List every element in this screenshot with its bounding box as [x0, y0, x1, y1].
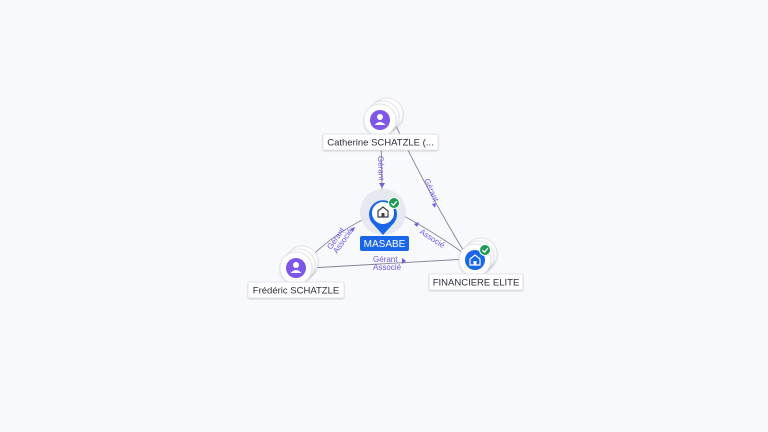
verified-check-icon	[479, 244, 491, 256]
arrow-frederic-masabe	[350, 227, 355, 232]
node-label: FINANCIERE ELITE	[433, 278, 520, 289]
arrow-catherine-masabe	[379, 183, 385, 188]
node-masabe[interactable]: MASABE	[360, 189, 409, 251]
node-label: Frédéric SCHATZLE	[253, 286, 339, 297]
relation-label: Associé	[373, 263, 402, 272]
node-label: MASABE	[364, 239, 406, 250]
arrow-financiere-masabe	[414, 222, 419, 227]
company-icon	[465, 250, 485, 270]
person-icon	[370, 110, 390, 130]
node-label: Catherine SCHATZLE (...	[327, 138, 433, 149]
relation-label: Gérant	[422, 177, 440, 204]
edge-frederic-financiere[interactable]	[309, 258, 468, 269]
arrow-catherine-financiere	[432, 203, 436, 208]
relation-label: Gérant	[376, 156, 386, 182]
company-icon	[377, 206, 389, 218]
arrow-frederic-financiere	[402, 258, 406, 264]
verified-check-icon	[388, 197, 400, 209]
edge-arrows	[350, 183, 436, 264]
node-frederic[interactable]: Frédéric SCHATZLE	[247, 245, 345, 299]
relation-label: Gérant	[373, 255, 398, 264]
node-financiere[interactable]: FINANCIERE ELITE	[428, 237, 524, 291]
main-node-label-box	[360, 236, 409, 251]
person-icon	[286, 258, 306, 278]
node-catherine[interactable]: Catherine SCHATZLE (...	[322, 97, 439, 151]
